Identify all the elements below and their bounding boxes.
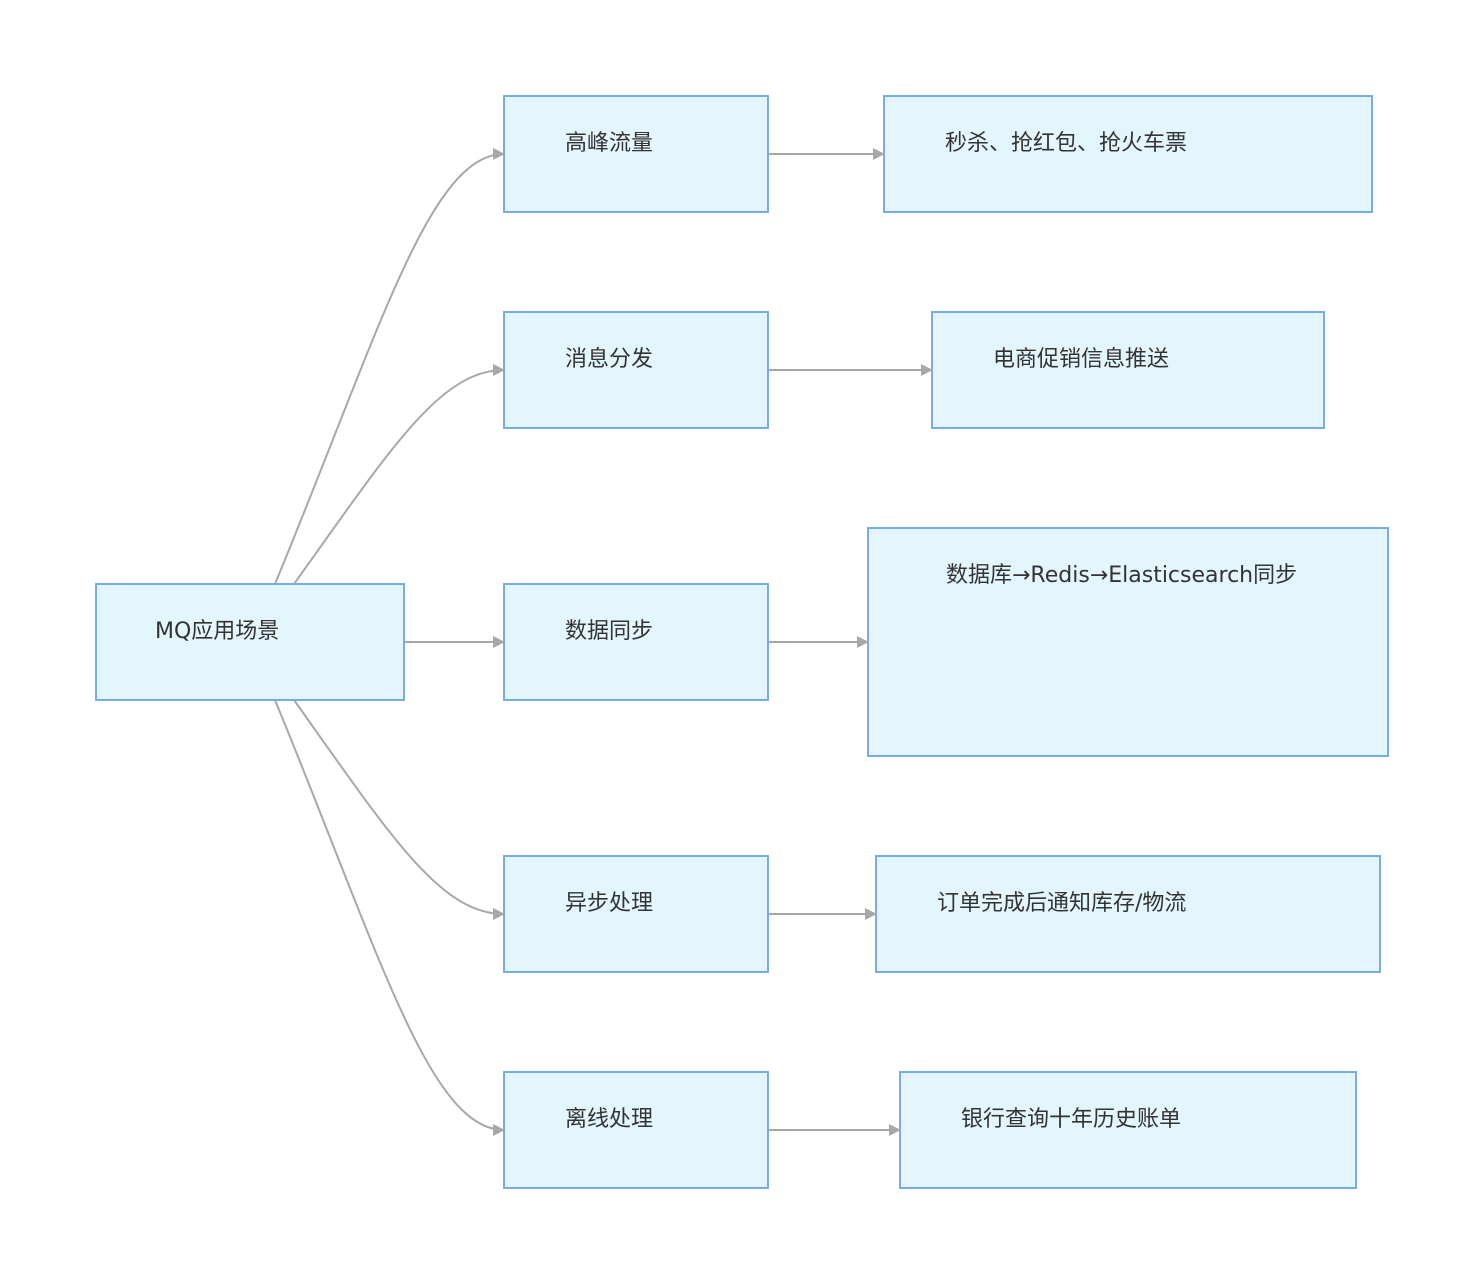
edge-root-peak: [274, 148, 505, 585]
node-offline-processing: 离线处理: [503, 1071, 769, 1189]
node-peak-traffic: 高峰流量: [503, 95, 769, 213]
node-mq-scenarios: MQ应用场景: [95, 583, 405, 701]
node-message-dispatch: 消息分发: [503, 311, 769, 429]
node-dispatch-example-label: 电商促销信息推送: [993, 347, 1169, 372]
node-offline-example: 银行查询十年历史账单: [899, 1071, 1357, 1189]
node-dispatch-example: 电商促销信息推送: [931, 311, 1325, 429]
edge-root-async: [293, 699, 505, 920]
node-peak-traffic-label: 高峰流量: [565, 131, 653, 156]
nodes-layer: MQ应用场景 高峰流量 消息分发 数据同步 异步处理 离线处理 秒杀、抢红包、抢…: [95, 95, 1389, 1189]
node-message-dispatch-label: 消息分发: [565, 347, 653, 372]
node-offline-example-label: 银行查询十年历史账单: [961, 1107, 1181, 1132]
node-sync-example-label: 数据库→Redis→Elasticsearch同步: [946, 563, 1297, 588]
node-sync-example: 数据库→Redis→Elasticsearch同步: [867, 527, 1389, 757]
node-peak-example-label: 秒杀、抢红包、抢火车票: [945, 131, 1187, 156]
node-data-sync-label: 数据同步: [565, 619, 653, 644]
node-async-processing: 异步处理: [503, 855, 769, 973]
node-peak-example: 秒杀、抢红包、抢火车票: [883, 95, 1373, 213]
node-async-example: 订单完成后通知库存/物流: [875, 855, 1381, 973]
node-data-sync: 数据同步: [503, 583, 769, 701]
node-mq-scenarios-label: MQ应用场景: [155, 619, 279, 644]
node-offline-processing-label: 离线处理: [565, 1107, 653, 1132]
node-async-processing-label: 异步处理: [565, 891, 653, 916]
edge-root-dispatch: [293, 364, 505, 585]
edges-layer: [274, 148, 933, 1136]
edge-root-offline: [274, 699, 505, 1136]
node-async-example-label: 订单完成后通知库存/物流: [937, 891, 1186, 916]
